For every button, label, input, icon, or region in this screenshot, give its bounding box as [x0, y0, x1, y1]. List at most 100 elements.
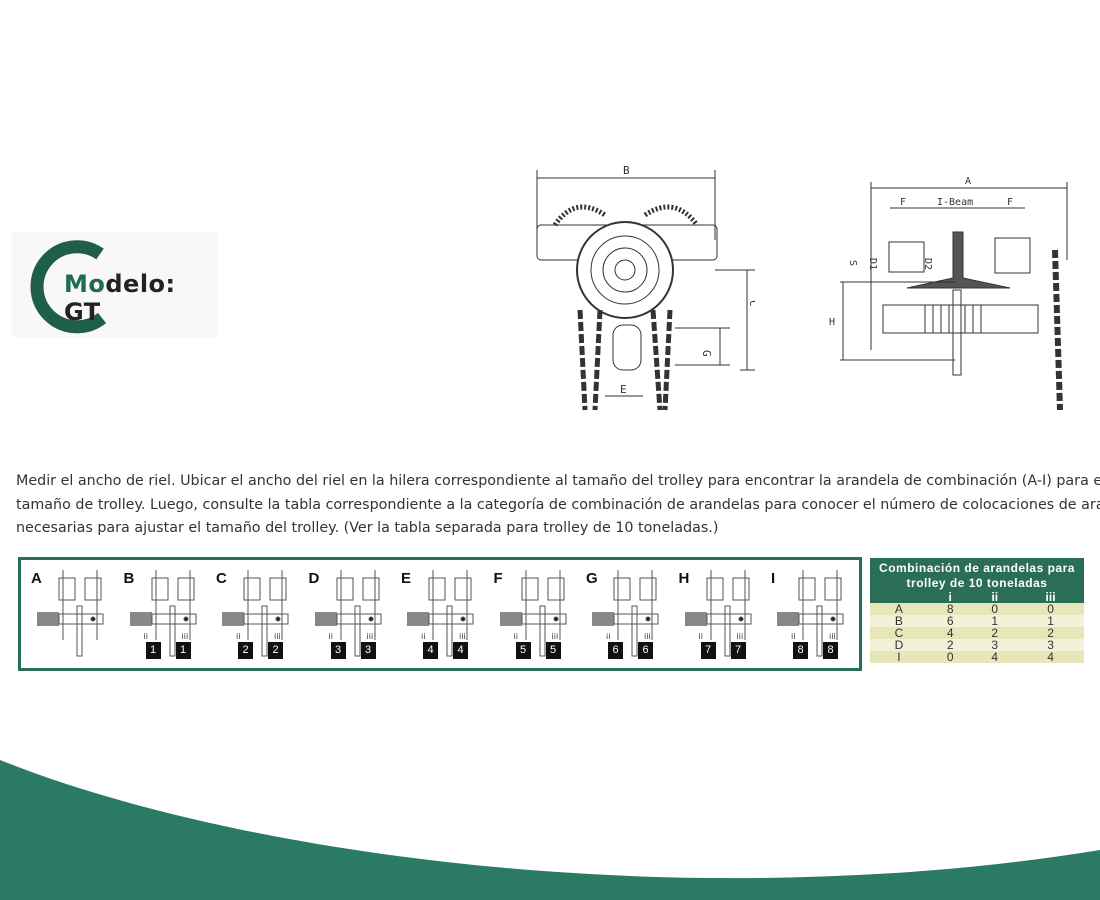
dim-g-label: G [700, 350, 713, 357]
washer-count-badge: 6 [608, 642, 623, 659]
washer-count-badge: 2 [238, 642, 253, 659]
table-header: ii [991, 590, 999, 604]
table-cell: 6 [927, 615, 973, 627]
trolley-washer-diagram [684, 570, 751, 657]
washer-count-badge: 8 [823, 642, 838, 659]
washer-iii-label: iii [274, 632, 281, 641]
washer-count-badge: 5 [545, 642, 561, 659]
logo-rest: delo: GT [64, 270, 176, 326]
dim-b-label: B [623, 164, 630, 177]
panel-letter: F [493, 570, 503, 587]
table-header: i [948, 590, 952, 604]
washer-iii-label: iii [644, 632, 651, 641]
table-cell: A [870, 603, 928, 615]
dim-e-label: E [620, 383, 627, 396]
table-cell: 2 [1017, 627, 1084, 639]
dim-a-label: A [965, 176, 971, 187]
washer-iii-label: iii [366, 632, 374, 641]
dim-ibeam-label: I-Beam [937, 197, 973, 208]
model-title: Modelo: GT [64, 270, 217, 326]
dim-d2-label: D2 [922, 258, 933, 270]
washer-ii-label: ii [513, 632, 518, 641]
side-view-diagram: A F I-Beam F H S D1 D2 [829, 176, 1068, 410]
washer-count-badge: 5 [515, 642, 531, 659]
washer-count-badge: 3 [330, 642, 346, 659]
washer-count-badge: 1 [145, 642, 161, 659]
table-cell: I [870, 651, 928, 663]
trolley-washer-diagram [499, 570, 566, 657]
trolley-washer-diagram [37, 570, 104, 657]
dim-h-label: H [829, 317, 835, 328]
washer-count-badge: 4 [423, 642, 438, 659]
table-cell: 1 [1017, 615, 1084, 627]
washer-iii-label: iii [459, 632, 466, 641]
washer-panel-a: A [21, 560, 113, 668]
table-cell: C [870, 627, 928, 639]
instructions-paragraph: Medir el ancho de riel. Ubicar el ancho … [16, 470, 1100, 541]
trolley-washer-diagram [407, 570, 474, 657]
table-cell: 2 [927, 639, 973, 651]
panel-letter: E [401, 570, 412, 587]
dim-f-left-label: F [900, 197, 906, 208]
washer-count-badge: 3 [360, 642, 376, 659]
instructions-line: necesarias para ajustar el tamaño del tr… [16, 520, 719, 536]
panel-letter: I [771, 570, 776, 587]
decorative-wave [0, 760, 1100, 900]
table-cell: 2 [972, 627, 1018, 639]
front-view-diagram: B C G E [536, 164, 755, 411]
washer-ii-label: ii [143, 632, 148, 641]
washer-iii-label: iii [829, 632, 836, 641]
trolley-washer-diagram [129, 570, 196, 657]
washer-count-badge: 8 [793, 642, 808, 659]
instructions-line: Medir el ancho de riel. Ubicar el ancho … [16, 473, 1100, 489]
washer-ii-label: ii [606, 632, 611, 641]
washer-iii-label: iii [181, 632, 189, 641]
dim-s-label: S [847, 260, 858, 266]
table-cell: B [870, 615, 928, 627]
washer-count-badge: 7 [700, 642, 716, 659]
washer-ii-label: ii [236, 632, 241, 641]
logo-c-icon [30, 240, 107, 334]
table-cell: 4 [1017, 651, 1084, 663]
washer-ii-label: ii [328, 632, 333, 641]
table-cell: 1 [972, 615, 1018, 627]
dim-f-right-label: F [1007, 197, 1013, 208]
washer-count-badge: 2 [268, 642, 283, 659]
table-header: iii [1045, 590, 1056, 604]
washer-iii-label: iii [551, 632, 559, 641]
dim-d1-label: D1 [867, 258, 878, 270]
panel-letter: H [678, 570, 690, 587]
table-title-line: trolley de 10 toneladas [906, 576, 1048, 590]
table-cell: D [870, 639, 928, 651]
table-cell: 0 [927, 651, 973, 663]
panel-letter: G [586, 570, 598, 587]
table-cell: 0 [972, 603, 1018, 615]
table-cell: 0 [1017, 603, 1084, 615]
washer-ii-label: ii [698, 632, 703, 641]
table-cell: 3 [1017, 639, 1084, 651]
panel-letter: B [123, 570, 135, 587]
dim-c-label: C [747, 300, 755, 307]
model-logo: Modelo: GT [12, 232, 217, 337]
table-title-line: Combinación de arandelas para [879, 561, 1075, 575]
table-cell: 4 [972, 651, 1018, 663]
instructions-line: tamaño de trolley. Luego, consulte la ta… [16, 496, 1100, 513]
washer-ii-label: ii [791, 632, 796, 641]
table-cell: 8 [927, 603, 973, 615]
washer-count-badge: 1 [175, 642, 191, 659]
trolley-washer-diagram [222, 570, 289, 657]
